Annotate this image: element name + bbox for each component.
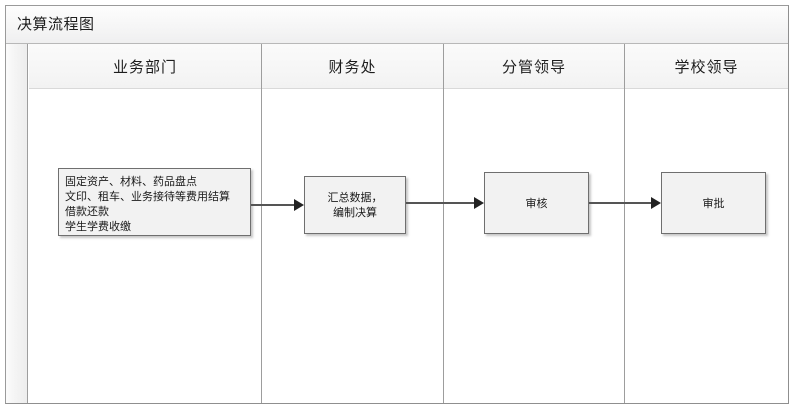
swimlane-container: 业务部门 财务处 分管领导 学校领导 (29, 44, 788, 403)
lane-body-finance-office (262, 89, 443, 403)
connector-line (589, 202, 653, 204)
lane-title-finance-office: 财务处 (328, 57, 377, 76)
lane-header-business-department: 业务部门 (29, 44, 261, 89)
process-node-dept-tasks[interactable]: 固定资产、材料、药品盘点 文印、租车、业务接待等费用结算 借款还款 学生学费收缴 (58, 168, 251, 236)
process-node-dept-tasks-label: 固定资产、材料、药品盘点 文印、租车、业务接待等费用结算 借款还款 学生学费收缴 (65, 175, 230, 233)
process-node-review-label: 审核 (525, 196, 548, 210)
arrow-head-icon (651, 197, 661, 209)
lane-body-responsible-leader (444, 89, 624, 403)
connector-arrow-dept-to-finance (251, 198, 306, 212)
process-node-review[interactable]: 审核 (484, 172, 589, 234)
connector-line (251, 204, 296, 206)
arrow-head-icon (294, 199, 304, 211)
process-node-approve[interactable]: 审批 (661, 172, 766, 234)
swimlane-school-leader[interactable]: 学校领导 (624, 44, 788, 403)
lane-header-finance-office: 财务处 (262, 44, 443, 89)
diagram-title-bar: 决算流程图 (6, 6, 788, 44)
connector-arrow-finance-to-review (406, 196, 486, 210)
lane-header-school-leader: 学校领导 (625, 44, 788, 89)
lane-body-school-leader (625, 89, 788, 403)
flowchart-frame: 决算流程图 业务部门 财务处 分管领导 学校领导 (5, 5, 789, 404)
swimlane-responsible-leader[interactable]: 分管领导 (443, 44, 624, 403)
swimlane-business-department[interactable]: 业务部门 (29, 44, 261, 403)
arrow-head-icon (474, 197, 484, 209)
connector-line (406, 202, 476, 204)
swimlane-finance-office[interactable]: 财务处 (261, 44, 443, 403)
process-node-finance-compile[interactable]: 汇总数据， 编制决算 (304, 176, 406, 234)
lane-title-school-leader: 学校领导 (674, 57, 739, 76)
process-node-approve-label: 审批 (702, 196, 725, 210)
page-title: 决算流程图 (17, 15, 95, 33)
lane-spine-column (6, 44, 28, 403)
lane-title-responsible-leader: 分管领导 (501, 57, 566, 76)
lane-header-responsible-leader: 分管领导 (444, 44, 624, 89)
process-node-finance-compile-label: 汇总数据， 编制决算 (327, 191, 383, 219)
lane-body-business-department (29, 89, 261, 403)
lane-title-business-department: 业务部门 (112, 57, 177, 76)
connector-arrow-review-to-approve (589, 196, 663, 210)
